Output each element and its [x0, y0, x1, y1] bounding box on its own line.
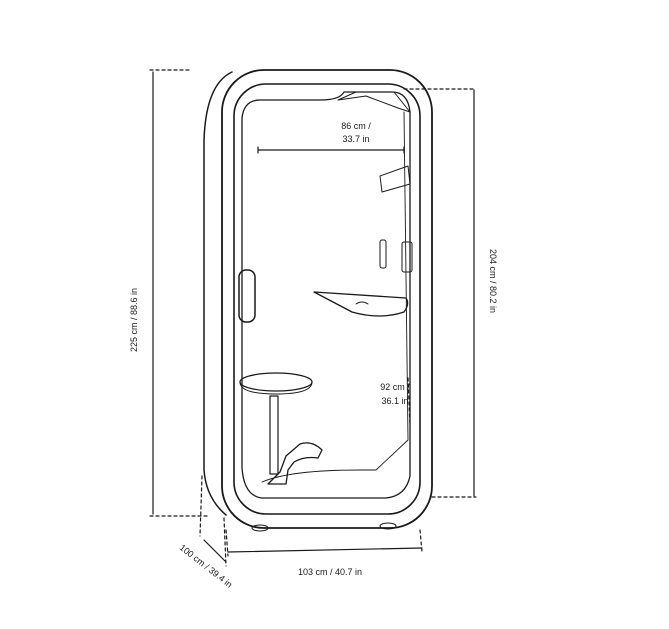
- stool-seat-rim: [239, 381, 313, 395]
- stool-seat: [239, 372, 313, 392]
- door-handle: [238, 269, 256, 323]
- foot-right: [379, 522, 397, 530]
- interior-back-edge: [375, 111, 409, 471]
- dim-depth-tick-a: [199, 475, 203, 537]
- stool-leg: [269, 395, 279, 475]
- dim-depth-tick-b: [223, 517, 227, 567]
- label-total-height: 225 cm / 88.6 in: [129, 287, 139, 352]
- label-width: 103 cm / 40.7 in: [297, 567, 363, 577]
- booth-front-frame-outer: [221, 69, 433, 529]
- dim-width-tick-r: [419, 529, 423, 553]
- ceiling-light: [337, 91, 411, 113]
- desk-cable-port: [355, 301, 369, 305]
- dim-width-tick-l: [225, 529, 229, 557]
- booth-interior-opening: [241, 91, 411, 499]
- dim-depth-line: [203, 539, 227, 563]
- label-inner-width-line2: 33.7 in: [342, 134, 370, 144]
- foot-left: [251, 524, 269, 532]
- stool-base: [267, 442, 323, 485]
- wall-panel: [379, 165, 411, 193]
- dim-seat-height-line: [407, 377, 411, 427]
- label-inner-width-line1: 86 cm /: [341, 121, 371, 131]
- power-socket: [379, 239, 387, 269]
- side-panel: [401, 241, 413, 273]
- booth-front-frame-inner: [233, 83, 421, 515]
- desk-shelf: [313, 291, 409, 317]
- booth-shell-back: [203, 71, 233, 516]
- label-seat-height-line1: 92 cm /: [380, 382, 410, 392]
- label-inner-height: 204 cm / 80.2 in: [488, 249, 498, 314]
- label-seat-height-line2: 36.1 in: [381, 396, 409, 406]
- interior-floor-edge: [261, 469, 377, 483]
- dim-width-line: [227, 547, 423, 553]
